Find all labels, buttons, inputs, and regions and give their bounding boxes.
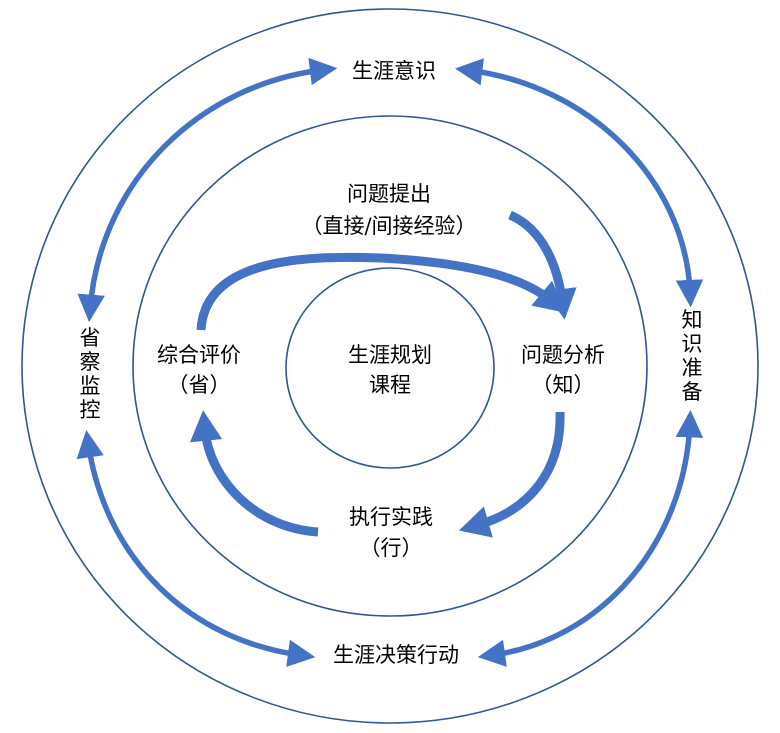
self-monitor-char-2: 察 — [80, 350, 101, 374]
outer-ring — [21, 8, 759, 724]
arrow-evaluation-to-analysis — [196, 252, 566, 331]
problem-analysis-sublabel: （知） — [532, 373, 595, 397]
arrow-knowledge-action — [477, 409, 704, 667]
center-label-line-1: 生涯规划 — [348, 343, 432, 367]
knowledge-prep-char-1: 知 — [682, 308, 703, 332]
knowledge-prep-char-4: 备 — [682, 380, 703, 404]
practice-label: 执行实践 — [349, 505, 433, 529]
middle-ring — [132, 115, 648, 617]
center-label-line-2: 课程 — [369, 373, 411, 397]
question-raising-sublabel: （直接/间接经验） — [301, 214, 476, 238]
self-monitor-char-4: 控 — [80, 398, 101, 422]
arrow-monitor-action — [76, 430, 316, 667]
self-monitor-char-1: 省 — [80, 326, 101, 350]
evaluation-sublabel: （省） — [168, 373, 231, 397]
self-monitor-char-3: 监 — [80, 374, 101, 398]
knowledge-prep-char-3: 准 — [682, 356, 703, 380]
problem-analysis-label: 问题分析 — [521, 343, 605, 367]
arrow-monitor-awareness — [77, 57, 338, 323]
question-raising-label: 问题提出 — [347, 182, 431, 206]
arrow-awareness-knowledge — [454, 58, 704, 308]
career-action-label: 生涯决策行动 — [333, 643, 459, 667]
career-awareness-label: 生涯意识 — [352, 59, 436, 83]
practice-sublabel: （行） — [360, 536, 423, 560]
knowledge-prep-char-2: 识 — [682, 332, 703, 356]
arrow-practice-to-evaluation — [189, 410, 319, 537]
arrow-analysis-to-practice — [458, 411, 565, 538]
evaluation-label: 综合评价 — [157, 343, 241, 367]
inner-ring — [285, 267, 495, 469]
